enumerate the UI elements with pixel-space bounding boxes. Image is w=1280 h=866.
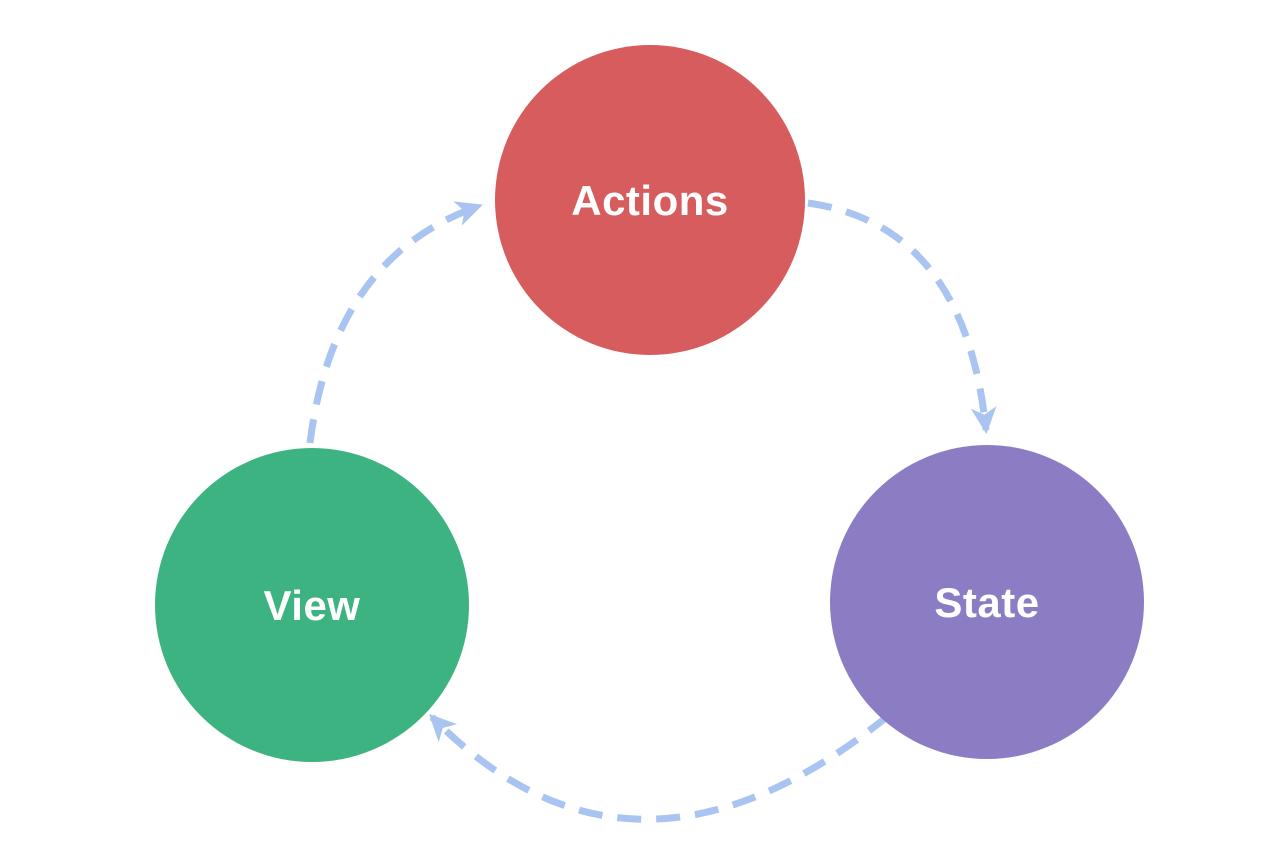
state-label: State	[934, 579, 1039, 626]
state-circle	[830, 445, 1144, 759]
view-label: View	[264, 582, 361, 629]
edge-state-to-view	[429, 713, 891, 823]
node-state: State	[830, 445, 1144, 759]
edge-actions-to-state	[807, 199, 997, 435]
edge-view-to-actions	[306, 201, 483, 444]
node-view: View	[155, 448, 469, 762]
actions-circle	[495, 45, 805, 355]
view-circle	[155, 448, 469, 762]
actions-label: Actions	[571, 177, 729, 224]
node-actions: Actions	[495, 45, 805, 355]
